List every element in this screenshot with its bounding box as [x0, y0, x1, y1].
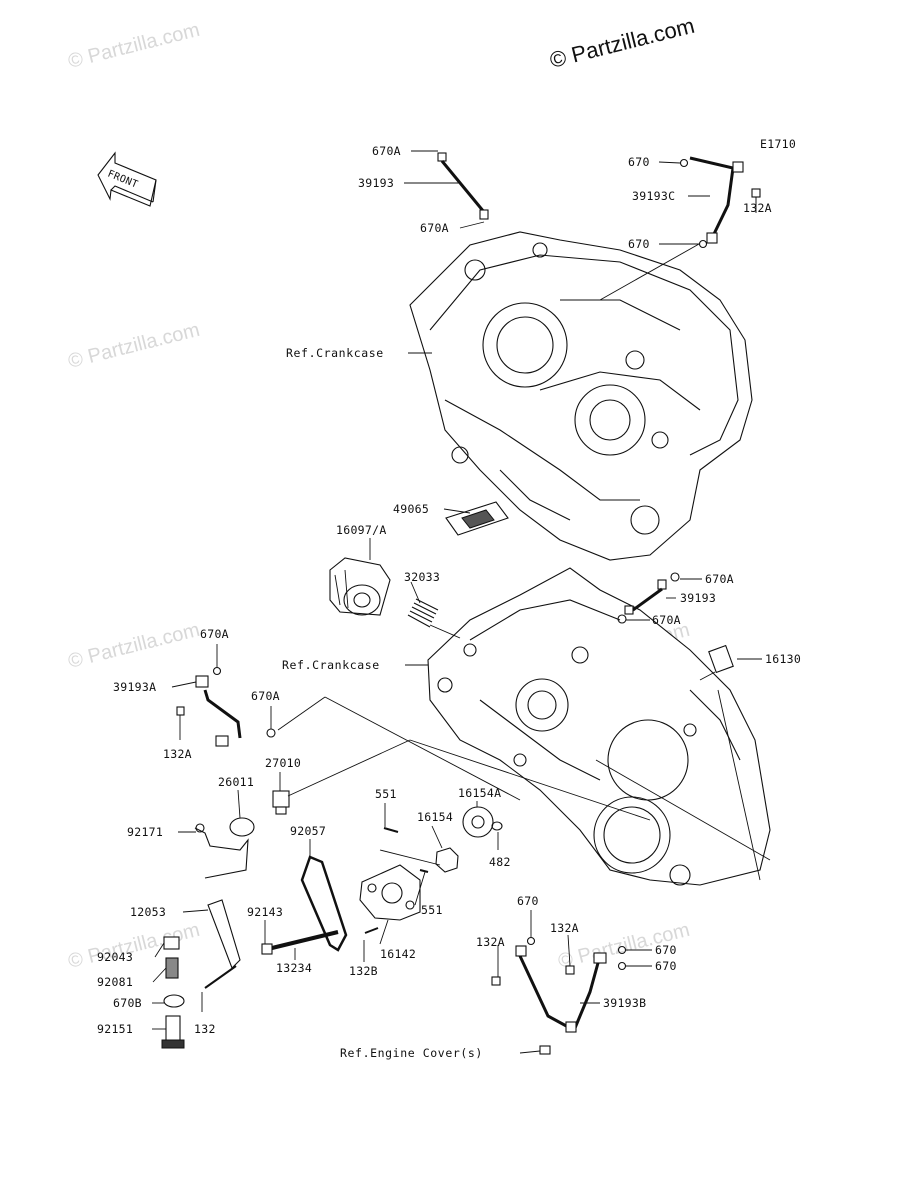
label-39193b: 39193B — [603, 996, 646, 1010]
oil-pump-16142 — [359, 864, 421, 921]
label-26011: 26011 — [218, 775, 254, 789]
label-670b: 670B — [113, 996, 142, 1010]
label-16097a: 16097/A — [336, 523, 387, 537]
label-13234: 13234 — [276, 961, 312, 975]
label-132a: 132A — [163, 747, 192, 761]
label-92143: 92143 — [247, 905, 283, 919]
label-551: 551 — [421, 903, 443, 917]
label-132a: 132A — [743, 201, 772, 215]
label-670: 670 — [517, 894, 539, 908]
label-670: 670 — [628, 155, 650, 169]
label-670: 670 — [628, 237, 650, 251]
label-39193: 39193 — [358, 176, 394, 190]
oil-pipe-39193B — [491, 936, 627, 1055]
label-92057: 92057 — [290, 824, 326, 838]
pump-rotor-16154 — [383, 806, 503, 873]
label-16154: 16154 — [417, 810, 453, 824]
oil-pressure-switch-16130 — [699, 644, 734, 681]
oil-pipe-39193-right — [617, 572, 680, 624]
label-16130: 16130 — [765, 652, 801, 666]
label-ref-crankcase-upper: Ref.Crankcase — [286, 346, 384, 360]
label-49065: 49065 — [393, 502, 429, 516]
upper-crankcase-drawing — [409, 231, 753, 561]
label-132a: 132A — [550, 921, 579, 935]
label-39193a: 39193A — [113, 680, 156, 694]
label-12053: 12053 — [130, 905, 166, 919]
spring-32033 — [407, 598, 461, 639]
part-labels: 670A 39193 670A 670 39193C 132A 670 Ref.… — [97, 144, 801, 1060]
watermark-text: © Partzilla.com — [66, 919, 202, 973]
oil-pipe-39193A — [176, 666, 276, 747]
label-32033: 32033 — [404, 570, 440, 584]
label-92171: 92171 — [127, 825, 163, 839]
label-39193: 39193 — [680, 591, 716, 605]
oil-screen-49065 — [445, 501, 509, 536]
label-27010: 27010 — [265, 756, 301, 770]
label-16154a: 16154A — [458, 786, 501, 800]
label-132b: 132B — [349, 964, 378, 978]
label-670a: 670A — [420, 221, 449, 235]
lower-crankcase-drawing — [427, 567, 771, 886]
watermark-top-right: © Partzilla.com — [547, 13, 697, 73]
label-39193c: 39193C — [632, 189, 675, 203]
label-670a: 670A — [251, 689, 280, 703]
label-670: 670 — [655, 943, 677, 957]
label-92151: 92151 — [97, 1022, 133, 1036]
leader-lines — [152, 150, 771, 1054]
label-670a: 670A — [652, 613, 681, 627]
oil-pipe-39193-top — [437, 152, 489, 220]
front-arrow-icon: FRONT — [97, 151, 157, 207]
label-670a: 670A — [372, 144, 401, 158]
watermark-text: © Partzilla.com — [66, 19, 202, 73]
oil-filter-16097A — [329, 557, 391, 616]
part-27010 — [272, 790, 290, 815]
label-551: 551 — [375, 787, 397, 801]
label-92043: 92043 — [97, 950, 133, 964]
pump-shaft-13234 — [261, 927, 379, 955]
label-16142: 16142 — [380, 947, 416, 961]
label-132a: 132A — [476, 935, 505, 949]
label-92081: 92081 — [97, 975, 133, 989]
label-670a: 670A — [200, 627, 229, 641]
part-26011-92171 — [194, 817, 255, 879]
label-482: 482 — [489, 855, 511, 869]
label-132: 132 — [194, 1022, 216, 1036]
label-ref-crankcase-lower: Ref.Crankcase — [282, 658, 380, 672]
diagram-code: E1710 — [760, 137, 796, 151]
watermark-text: © Partzilla.com — [66, 619, 202, 673]
label-ref-engine-cover: Ref.Engine Cover(s) — [340, 1046, 483, 1060]
label-670: 670 — [655, 959, 677, 973]
relief-valve-stack — [161, 899, 241, 1049]
watermark-text: © Partzilla.com — [66, 319, 202, 373]
label-670a: 670A — [705, 572, 734, 586]
